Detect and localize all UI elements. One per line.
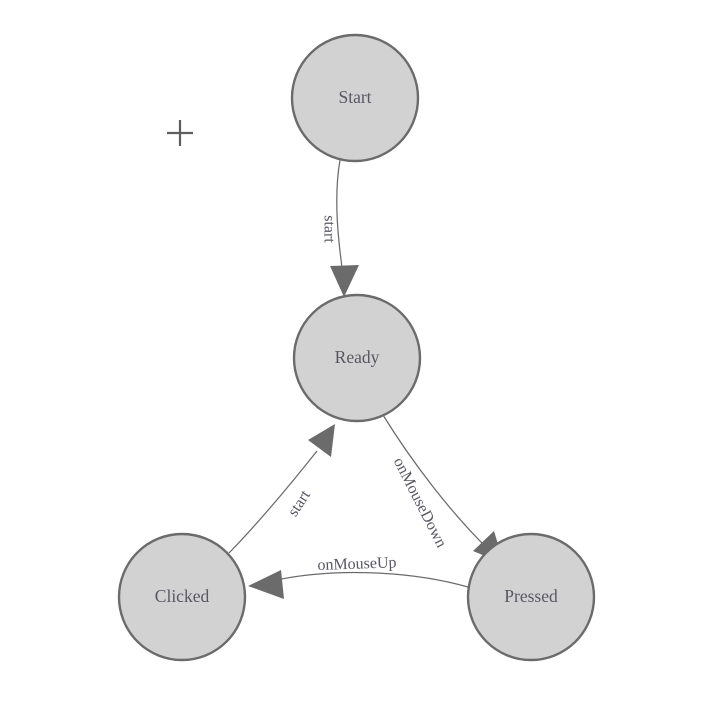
node-clicked-label: Clicked <box>155 586 210 606</box>
node-clicked-circle[interactable] <box>117 532 247 662</box>
edge-label-start-to-ready: start <box>320 215 337 243</box>
node-pressed-circle[interactable] <box>466 532 596 662</box>
edge-ready-to-pressed[interactable]: onMouseDown <box>382 414 504 564</box>
node-ready[interactable]: Ready <box>292 293 422 423</box>
edge-pressed-to-clicked-path[interactable] <box>271 571 469 588</box>
edge-start-to-ready-arrowhead <box>330 265 359 297</box>
edge-label-clicked-to-ready: start <box>285 487 315 520</box>
edge-label-pressed-to-clicked: onMouseUp <box>317 554 397 574</box>
node-ready-circle[interactable] <box>292 293 422 423</box>
node-start-label: Start <box>338 87 371 107</box>
edge-ready-to-pressed-path[interactable] <box>382 414 490 551</box>
edge-clicked-to-ready-arrowhead <box>308 424 335 457</box>
node-pressed[interactable]: Pressed <box>466 532 596 662</box>
crosshair-icon <box>167 120 193 146</box>
edge-start-to-ready-path[interactable] <box>336 159 344 276</box>
node-start-circle[interactable] <box>290 33 420 163</box>
edge-clicked-to-ready[interactable]: start <box>228 424 335 554</box>
edge-pressed-to-clicked-arrowhead <box>248 570 284 599</box>
edge-pressed-to-clicked[interactable]: onMouseUp <box>248 554 469 599</box>
node-pressed-label: Pressed <box>504 586 558 606</box>
node-start[interactable]: Start <box>290 33 420 163</box>
node-ready-label: Ready <box>335 347 380 367</box>
node-clicked[interactable]: Clicked <box>117 532 247 662</box>
edge-start-to-ready[interactable]: start <box>320 159 359 297</box>
edge-clicked-to-ready-path[interactable] <box>228 450 318 554</box>
